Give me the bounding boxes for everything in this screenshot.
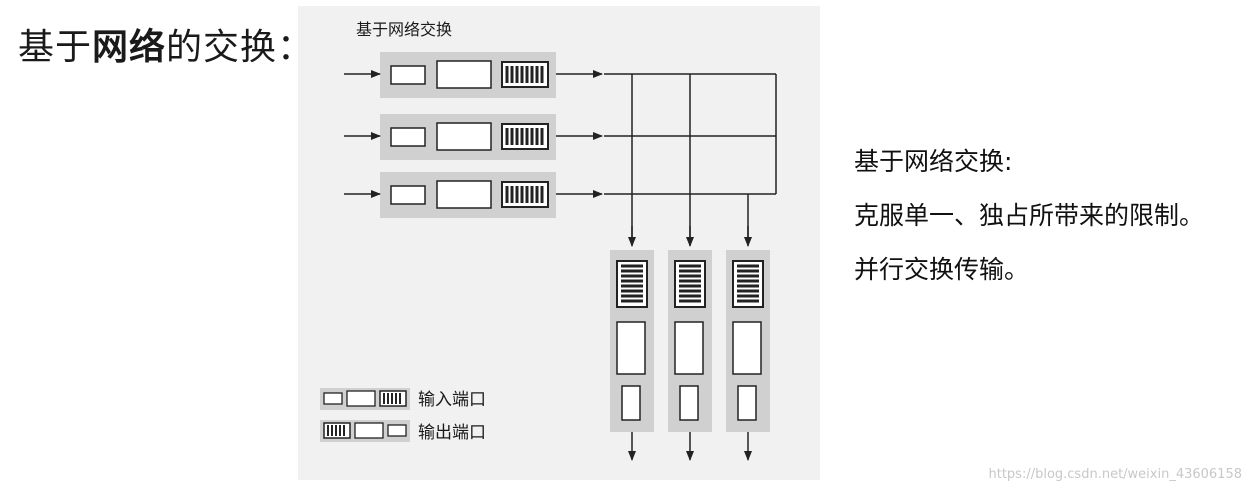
input-port-3 xyxy=(344,172,603,218)
crossbar-grid xyxy=(604,73,777,242)
legend: 输入端口 输出端口 xyxy=(320,388,486,443)
title-suffix: 的交换： xyxy=(166,27,315,68)
output-port-3 xyxy=(726,226,770,461)
legend-input-icon xyxy=(320,388,410,410)
notes-line-1: 克服单一、独占所带来的限制。 xyxy=(854,201,1205,230)
title-bold: 网络 xyxy=(92,27,167,68)
notes-panel: 基于网络交换: 克服单一、独占所带来的限制。 并行交换传输。 xyxy=(854,140,1204,302)
title-prefix: 基于 xyxy=(18,27,93,68)
notes-line-2: 并行交换传输。 xyxy=(854,255,1030,284)
input-port-1 xyxy=(344,52,603,98)
output-buffer-1 xyxy=(616,260,648,308)
output-buffer-2 xyxy=(674,260,706,308)
legend-output-icon xyxy=(320,420,410,442)
input-buffer-2 xyxy=(501,123,549,150)
legend-input-label: 输入端口 xyxy=(418,390,486,410)
diagram-caption: 基于网络交换 xyxy=(356,20,452,39)
notes-heading: 基于网络交换: xyxy=(854,147,1013,176)
legend-output-label: 输出端口 xyxy=(418,423,486,443)
input-port-2 xyxy=(344,114,603,160)
input-buffer-3 xyxy=(501,181,549,208)
output-buffer-3 xyxy=(732,260,764,308)
output-port-1 xyxy=(610,226,654,461)
page-title: 基于网络的交换： xyxy=(18,18,314,70)
watermark: https://blog.csdn.net/weixin_43606158 xyxy=(988,467,1242,482)
input-buffer-1 xyxy=(501,61,549,88)
output-port-2 xyxy=(668,226,712,461)
